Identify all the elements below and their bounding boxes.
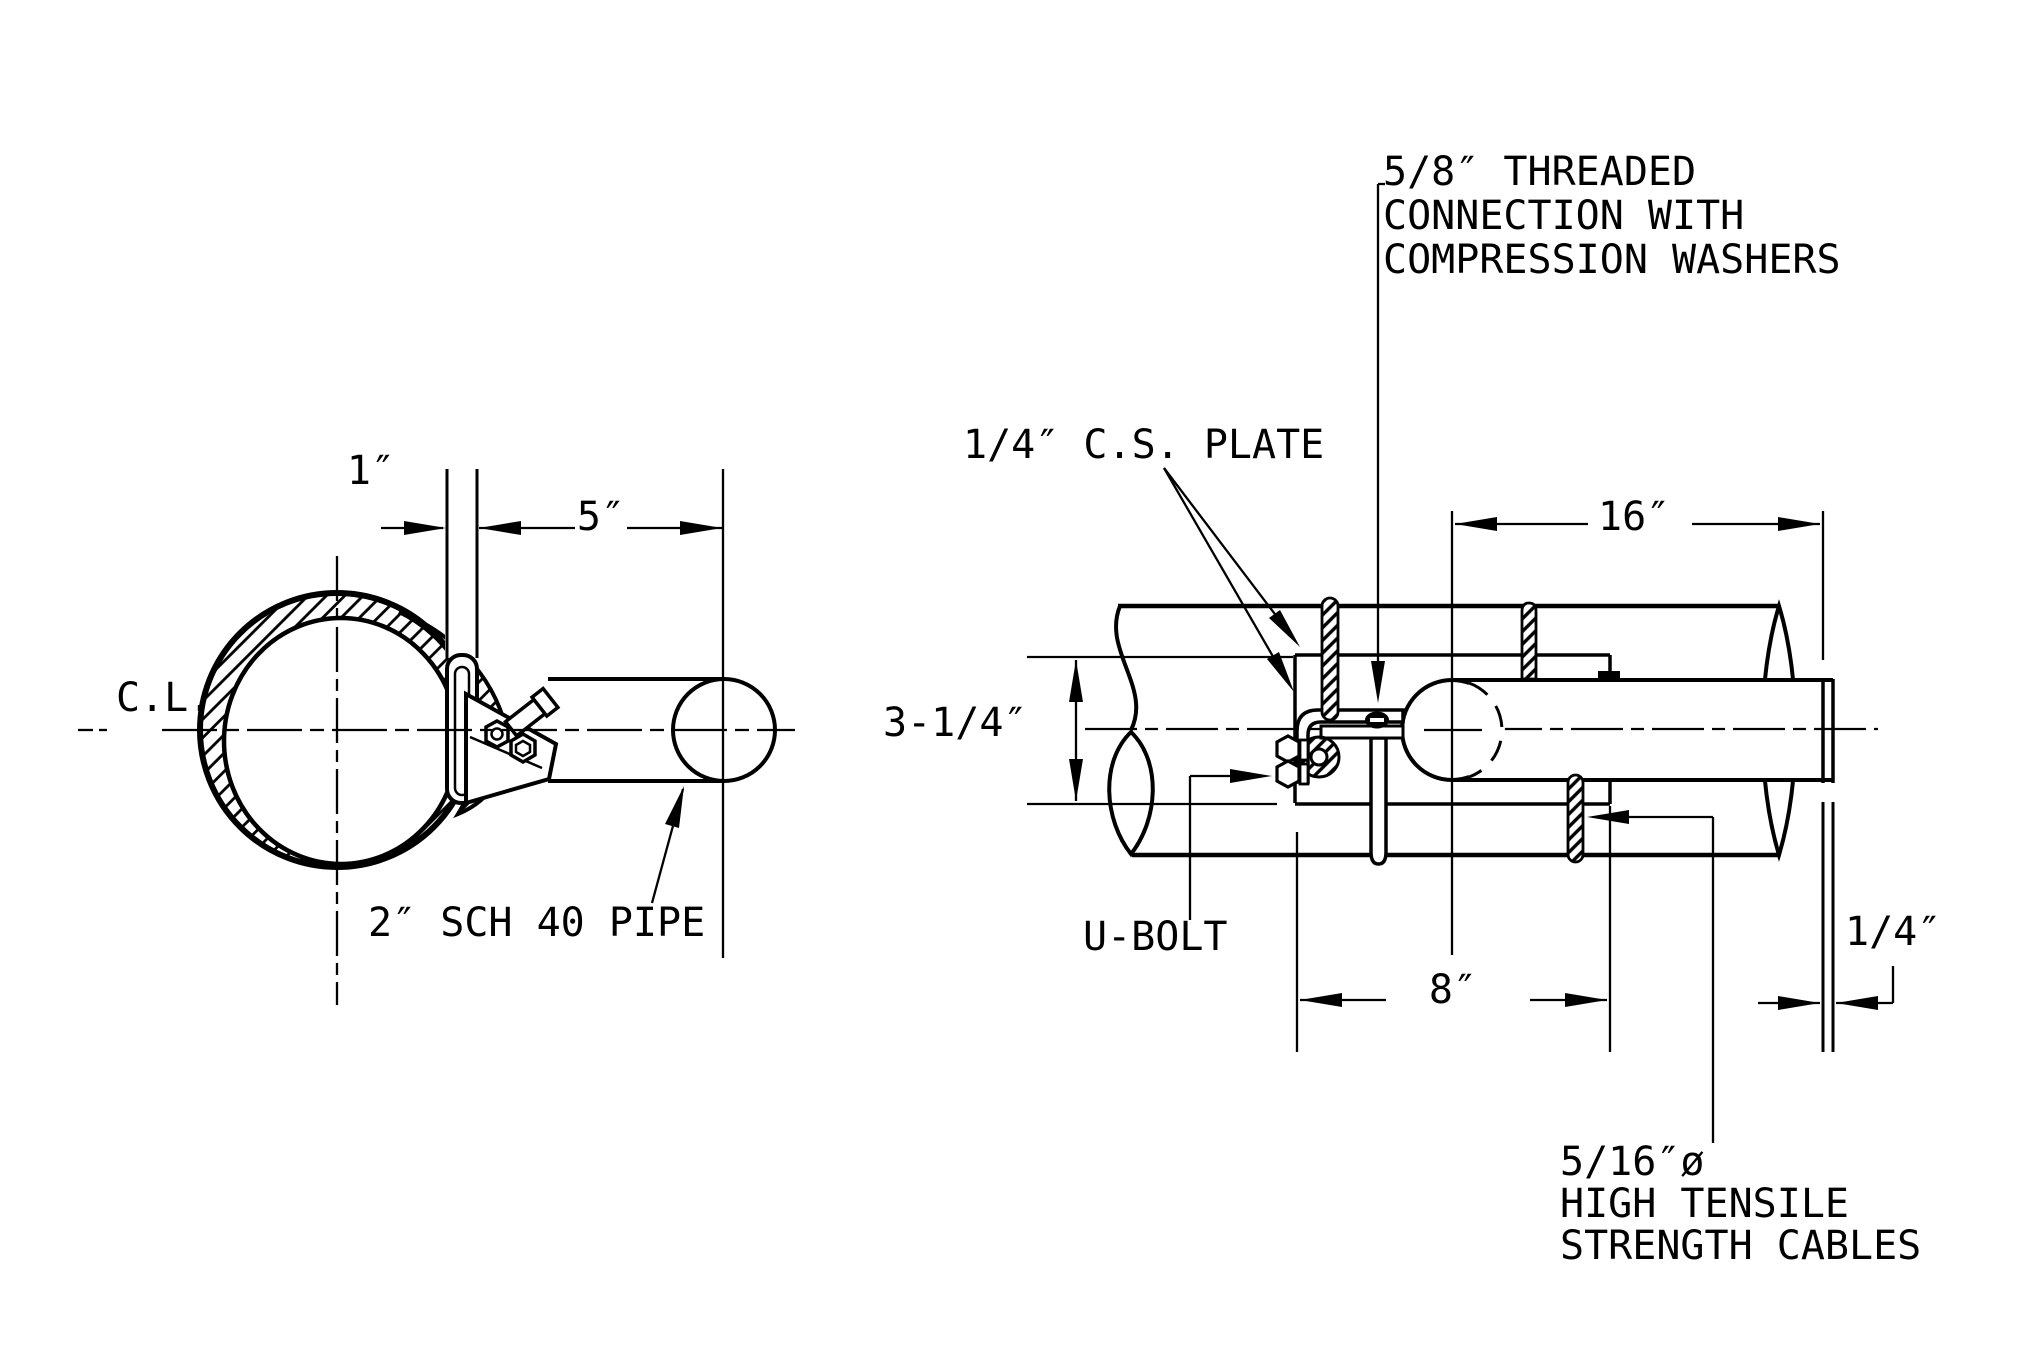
- threaded-callout-line1: 5/8″ THREADED: [1383, 149, 1697, 195]
- dim-3-1-4-label: 3-1/4″: [883, 700, 1028, 746]
- clamp-bolt: [503, 686, 561, 739]
- pipe-side-view: [1027, 182, 1895, 1143]
- plate-callout-label: 1/4″ C.S. PLATE: [963, 422, 1325, 468]
- centerline-label: C.L.: [116, 675, 213, 721]
- cable-callout-line2: HIGH TENSILE: [1560, 1181, 1849, 1227]
- threaded-rod: [1369, 736, 1388, 866]
- threaded-callout-line3: COMPRESSION WASHERS: [1383, 237, 1841, 283]
- plate-tab: [1598, 671, 1620, 680]
- pipe-size-label: 2″ SCH 40 PIPE: [368, 900, 706, 946]
- cable-bar-rear: [1520, 601, 1538, 681]
- threaded-callout-line2: CONNECTION WITH: [1383, 193, 1745, 239]
- cable-callout-line3: STRENGTH CABLES: [1560, 1223, 1922, 1269]
- bracket-nut-2: [509, 731, 537, 765]
- dim-1in-label: 1″: [346, 448, 396, 494]
- lower-plate-strip: [1319, 724, 1405, 740]
- dim-5in-label: 5″: [576, 494, 626, 540]
- ubolt-label: U-BOLT: [1083, 914, 1228, 960]
- pipe-break: [1114, 605, 1139, 731]
- dim-quarter-label: 1/4″: [1845, 909, 1942, 955]
- dim-8in-label: 8″: [1428, 967, 1478, 1013]
- dim-16in-label: 16″: [1598, 494, 1671, 540]
- cable-bar-lower: [1566, 773, 1585, 864]
- cable-callout-line1: 5/16″ø: [1560, 1139, 1705, 1185]
- ubolt-nut-1: [1275, 734, 1301, 764]
- cable-bar-front: [1320, 596, 1340, 722]
- strap-blank: [445, 552, 479, 658]
- ubolt-nut-2: [1275, 759, 1301, 789]
- pipe-cross-section-view: [78, 469, 795, 1005]
